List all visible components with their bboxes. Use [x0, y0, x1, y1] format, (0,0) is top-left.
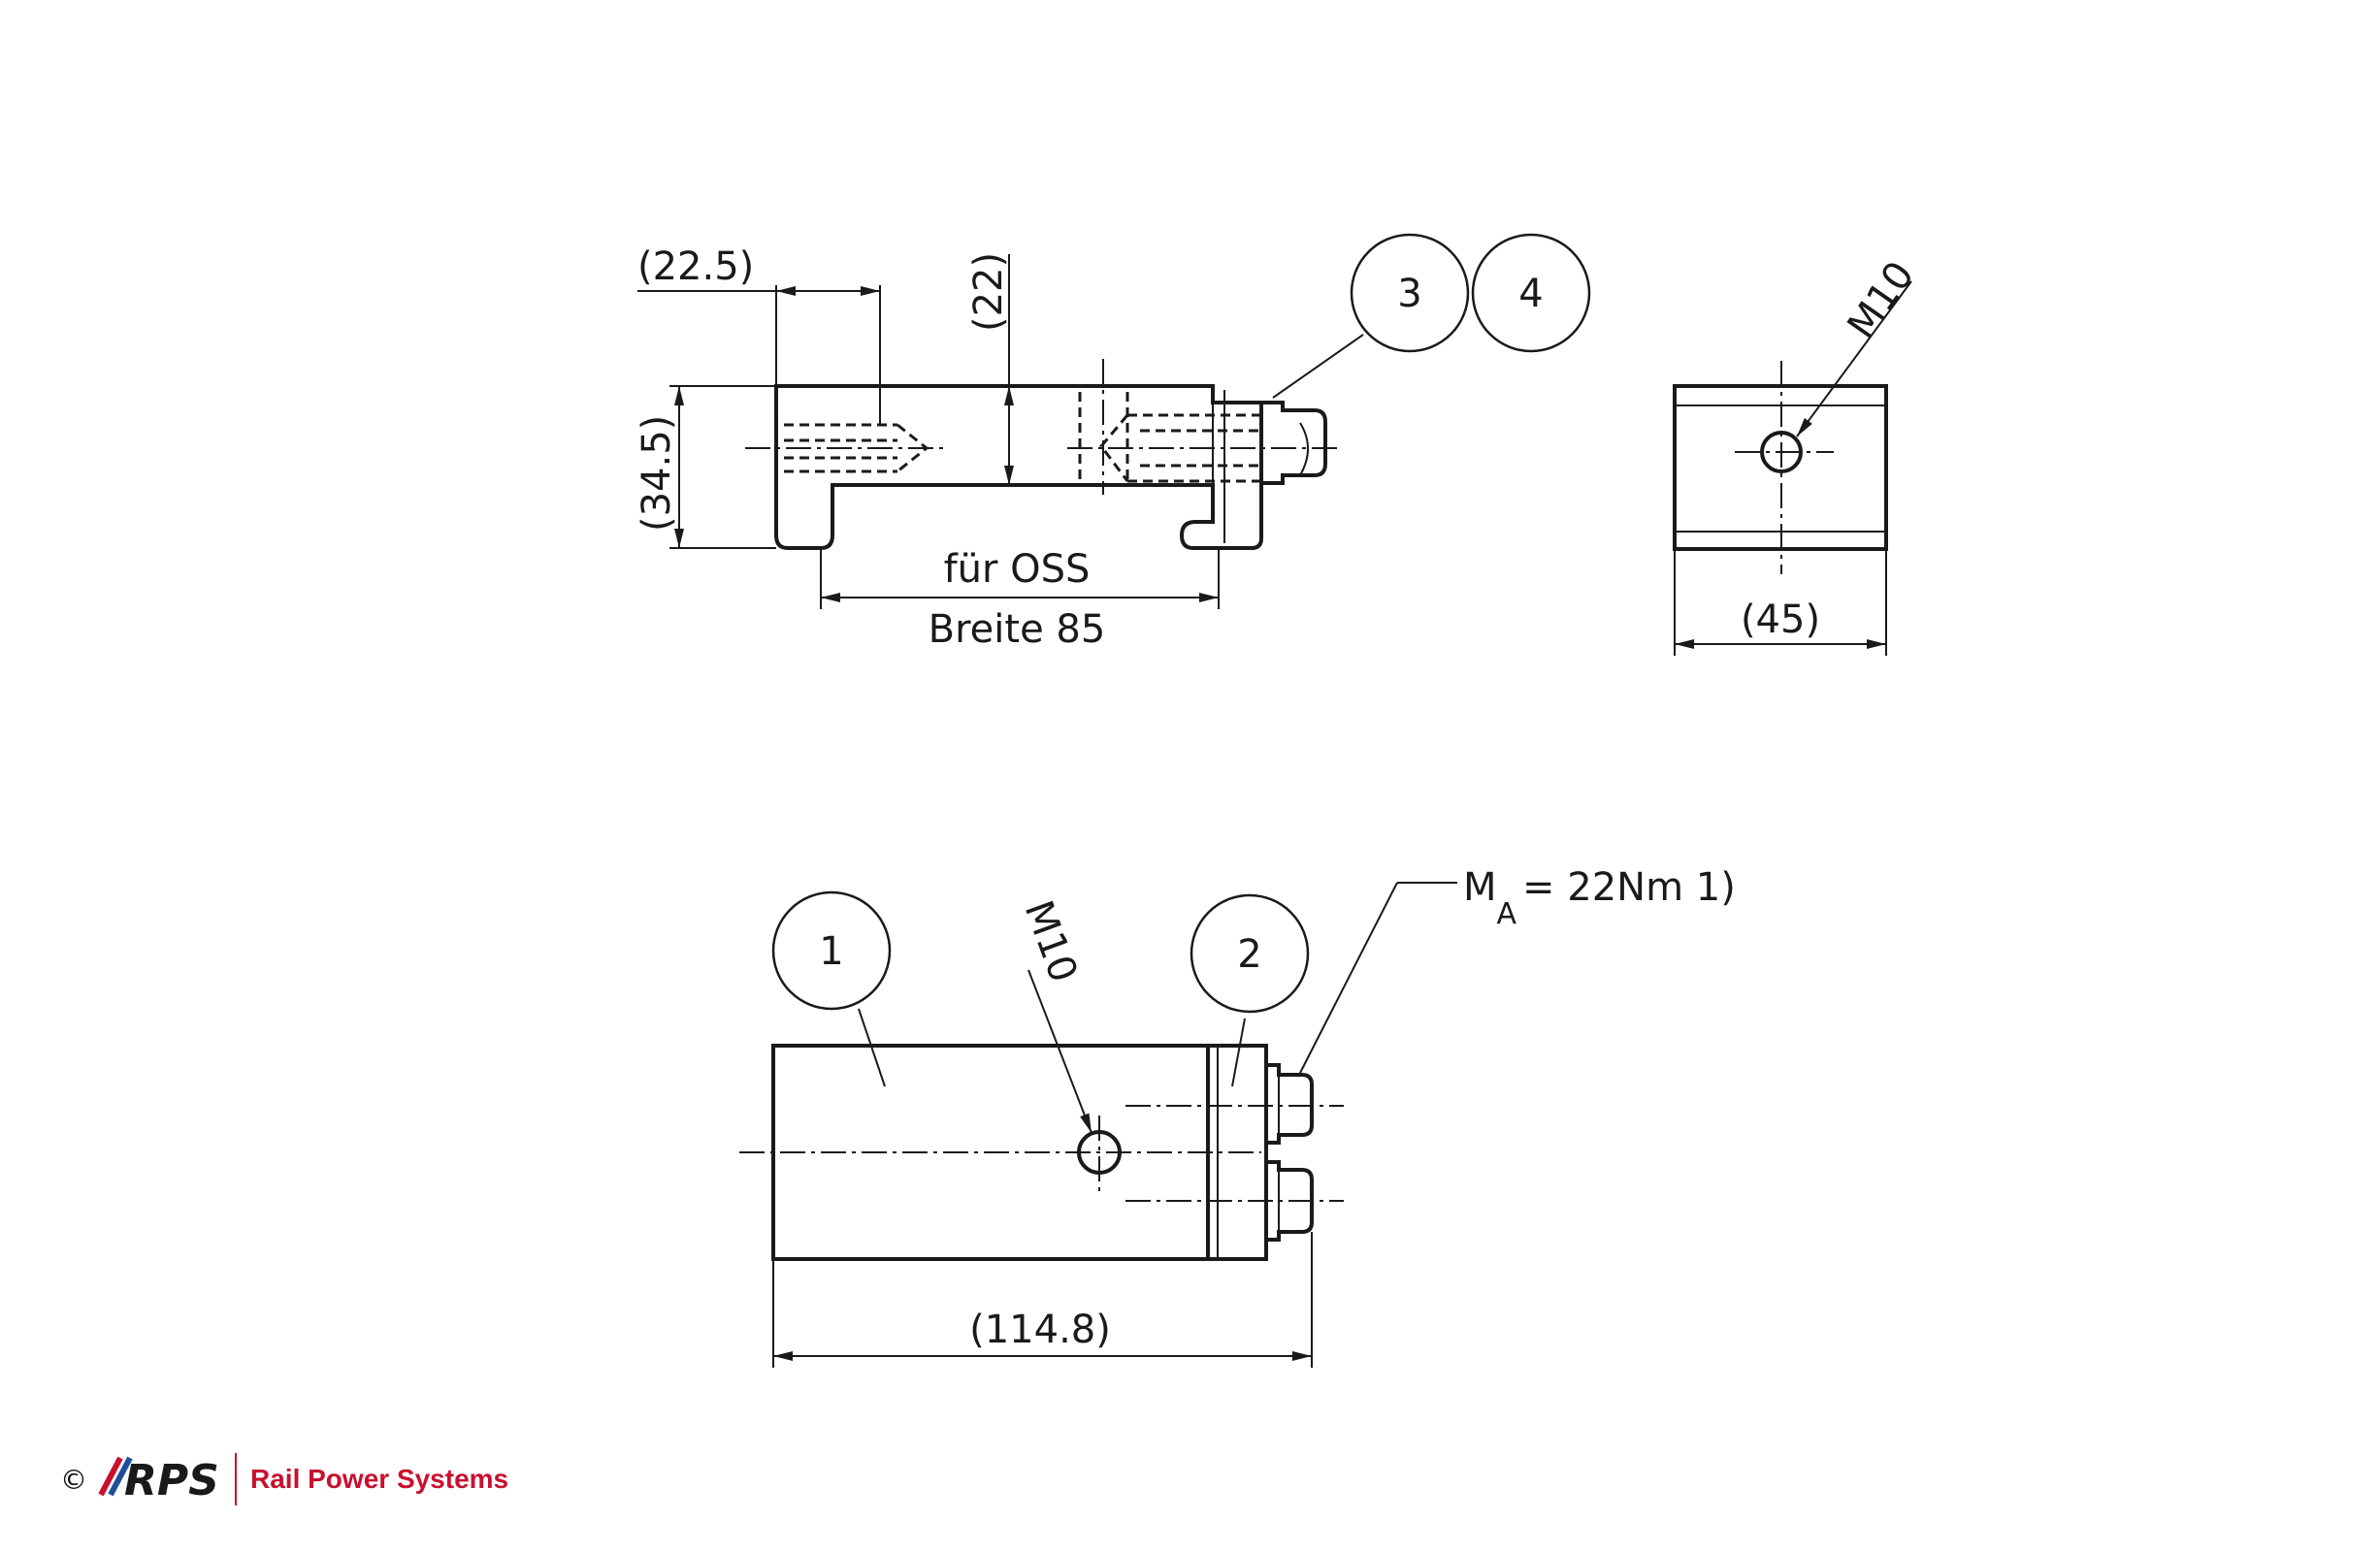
torque-label: MA= 22Nm 1) — [1463, 865, 1736, 931]
dim-114-8: (114.8) — [969, 1308, 1111, 1352]
svg-text:4: 4 — [1518, 272, 1543, 316]
svg-text:2: 2 — [1237, 932, 1261, 977]
bolt-head-front — [1261, 401, 1327, 485]
side-view: M10 (45) — [1673, 253, 1924, 656]
copyright-symbol: © — [60, 1463, 87, 1496]
dim-34-5: (34.5) — [635, 415, 679, 532]
balloon-4: 4 — [1471, 233, 1591, 353]
label-fuer-oss: für OSS — [944, 547, 1091, 592]
m10-label-top: M10 — [1016, 895, 1086, 988]
rps-logo-mark: RPS — [98, 1456, 219, 1505]
balloon-1: 1 — [771, 890, 892, 1011]
svg-text:RPS: RPS — [124, 1456, 219, 1505]
balloon-3: 3 — [1350, 233, 1470, 353]
top-view: M10 MA= 22Nm 1) (114.8) — [739, 865, 1736, 1368]
rps-logo: RPS — [95, 1450, 221, 1508]
logo-divider — [235, 1453, 237, 1505]
footer: © RPS Rail Power Systems — [60, 1445, 508, 1513]
svg-text:3: 3 — [1397, 272, 1421, 316]
dim-45: (45) — [1741, 598, 1820, 642]
hidden-screw-right — [1067, 413, 1337, 483]
m10-hole-top — [1077, 1130, 1122, 1175]
svg-text:1: 1 — [819, 929, 843, 974]
front-view-body-outline — [774, 384, 1263, 550]
dim-22-5: (22.5) — [637, 244, 754, 289]
m10-label-side: M10 — [1840, 253, 1924, 346]
company-name: Rail Power Systems — [250, 1464, 509, 1494]
dim-22: (22) — [966, 252, 1011, 332]
label-breite-85: Breite 85 — [929, 607, 1106, 652]
front-view: (22.5) (22) (34.5) für OSS Breite 85 — [635, 244, 1364, 652]
hidden-bore-middle — [1078, 359, 1129, 495]
hidden-bore-left — [745, 423, 946, 473]
bolt-head-top-1 — [1266, 1063, 1314, 1145]
balloon-2: 2 — [1190, 893, 1310, 1014]
